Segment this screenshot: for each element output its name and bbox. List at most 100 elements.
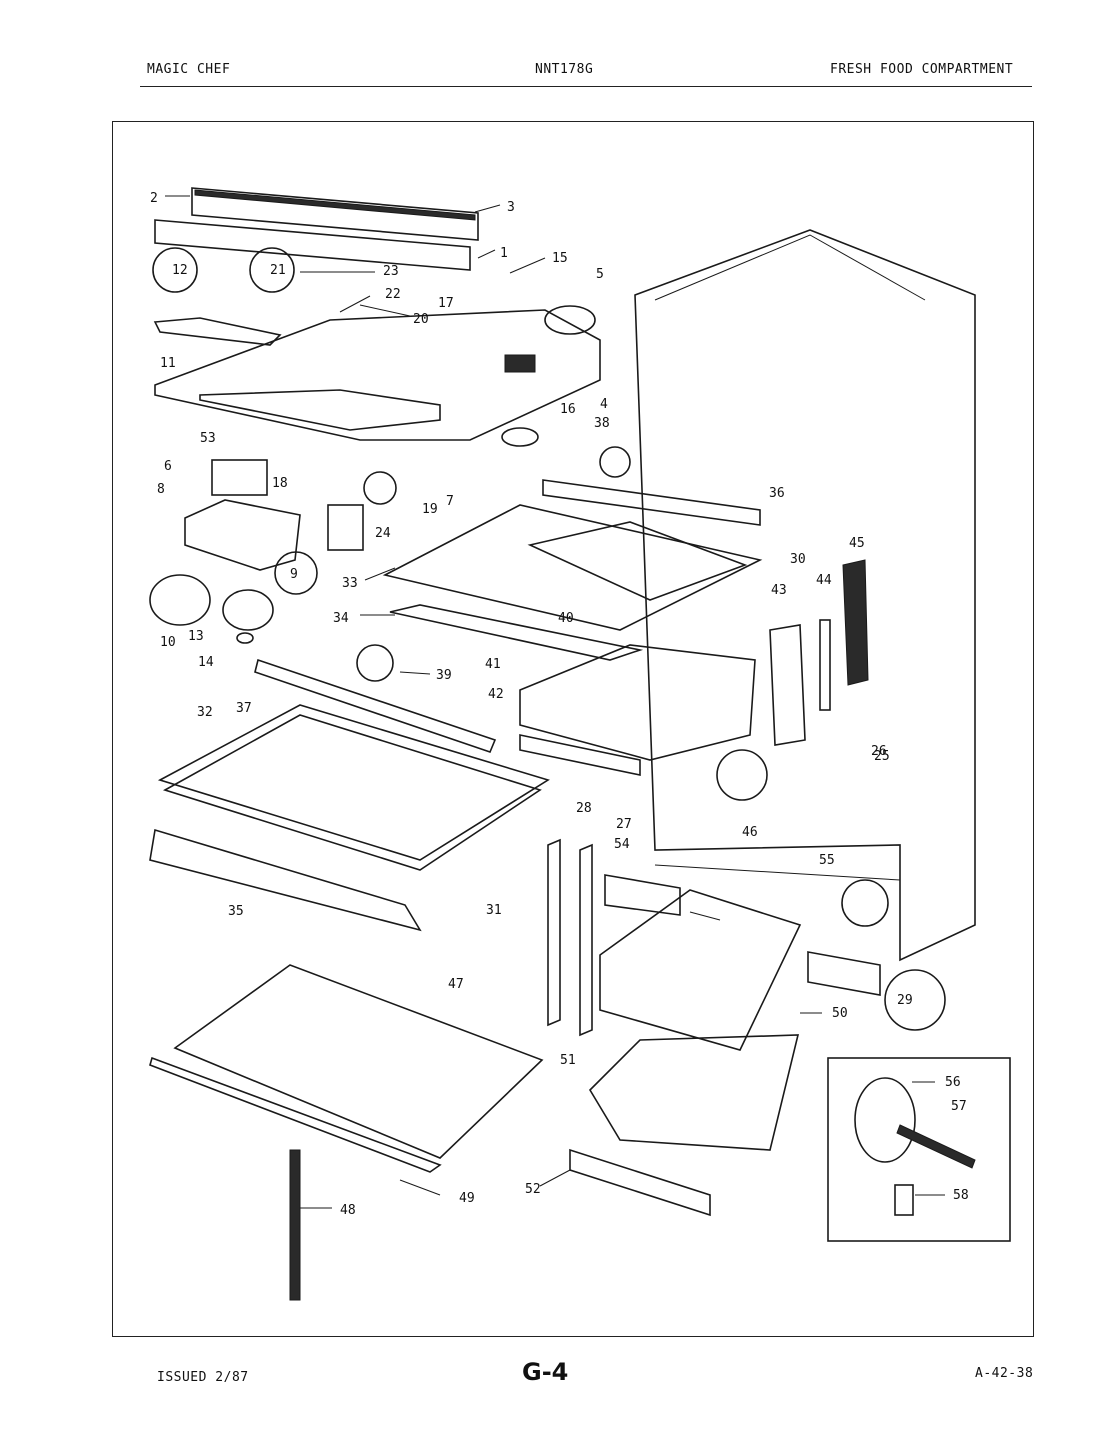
part-label-33: 33 (342, 576, 358, 591)
cap-16 (501, 427, 539, 447)
bracket-43-part (769, 624, 806, 746)
inset-38 (599, 446, 631, 478)
part-label-27: 27 (616, 817, 632, 832)
part-label-1: 1 (500, 246, 508, 261)
crisper-lower-part (588, 1034, 800, 1151)
bulb-part (363, 471, 397, 505)
part-label-52: 52 (525, 1182, 541, 1197)
part-label-43: 43 (771, 583, 787, 598)
part-label-12: 12 (172, 263, 188, 278)
inset-55 (841, 879, 889, 927)
upper-shelf-part (382, 479, 763, 661)
washer-14 (236, 632, 254, 644)
part-label-46: 46 (742, 825, 758, 840)
part-label-15: 15 (552, 251, 568, 266)
part-label-51: 51 (560, 1053, 576, 1068)
part-label-37: 37 (236, 701, 252, 716)
glass-shelf-part (149, 704, 550, 932)
thermostat-part (211, 459, 268, 496)
knob-10 (149, 574, 211, 626)
part-label-30: 30 (790, 552, 806, 567)
part-label-6: 6 (164, 459, 172, 474)
part-label-42: 42 (488, 687, 504, 702)
bracket-44-part (819, 619, 831, 711)
part-label-17: 17 (438, 296, 454, 311)
trim-42-part (519, 734, 641, 776)
part-label-36: 36 (769, 486, 785, 501)
header-rule (140, 86, 1032, 87)
part-label-35: 35 (228, 904, 244, 919)
page-number: G-4 (522, 1358, 569, 1386)
part-label-55: 55 (819, 853, 835, 868)
axle-57-part (896, 1124, 976, 1169)
part-label-54: 54 (614, 837, 630, 852)
meat-drawer-part (519, 644, 756, 761)
part-label-44: 44 (816, 573, 832, 588)
part-label-31: 31 (486, 903, 502, 918)
part-label-23: 23 (383, 264, 399, 279)
grille-right-part (807, 951, 881, 996)
part-label-10: 10 (160, 635, 176, 650)
transformer-part (327, 504, 364, 551)
part-label-9: 9 (290, 567, 298, 582)
part-label-41: 41 (485, 657, 501, 672)
part-label-5: 5 (596, 267, 604, 282)
part-label-7: 7 (446, 494, 454, 509)
rail-27-part (579, 843, 593, 1037)
part-label-25: 25 (874, 749, 890, 764)
part-label-29: 29 (897, 993, 913, 1008)
leader-lines (165, 195, 945, 1209)
bracket-part (184, 499, 301, 571)
part-label-53: 53 (200, 431, 216, 446)
part-label-26: 26 (871, 744, 887, 759)
rail-28-part (547, 838, 561, 1027)
part-label-38: 38 (594, 416, 610, 431)
part-label-45: 45 (849, 536, 865, 551)
hinge-45-part (842, 559, 869, 686)
roller-56-part (854, 1077, 916, 1163)
part-label-40: 40 (558, 611, 574, 626)
part-label-56: 56 (945, 1075, 961, 1090)
part-label-8: 8 (157, 482, 165, 497)
part-label-57: 57 (951, 1099, 967, 1114)
drawing-code: A-42-38 (975, 1366, 1034, 1381)
light-shield-part (153, 317, 282, 346)
part-label-18: 18 (272, 476, 288, 491)
part-label-58: 58 (953, 1188, 969, 1203)
part-label-34: 34 (333, 611, 349, 626)
part-label-13: 13 (188, 629, 204, 644)
part-label-24: 24 (375, 526, 391, 541)
rod-48-part (289, 1149, 301, 1301)
part-label-2: 2 (150, 191, 158, 206)
part-label-4: 4 (600, 397, 608, 412)
trim-37-part (254, 658, 497, 753)
cabinet-part (634, 229, 976, 962)
inset-46 (716, 749, 768, 801)
part-label-21: 21 (270, 263, 286, 278)
clip-58-part (894, 1184, 914, 1216)
part-label-19: 19 (422, 502, 438, 517)
crisper-upper-part (599, 889, 802, 1051)
part-label-11: 11 (160, 356, 176, 371)
inset-29 (884, 969, 946, 1031)
trim-52-part (569, 1148, 711, 1217)
part-label-47: 47 (448, 977, 464, 992)
grille-54-part (604, 874, 681, 916)
part-label-16: 16 (560, 402, 576, 417)
part-label-14: 14 (198, 655, 214, 670)
header-model: NNT178G (535, 62, 594, 77)
part-label-20: 20 (413, 312, 429, 327)
wire-shelf-part (149, 964, 544, 1173)
part-label-28: 28 (576, 801, 592, 816)
diagram-frame (112, 121, 1034, 1337)
part-label-22: 22 (385, 287, 401, 302)
inset-21 (249, 247, 295, 293)
inset-39 (356, 644, 394, 682)
issued-date: ISSUED 2/87 (157, 1370, 249, 1385)
header-section: FRESH FOOD COMPARTMENT (830, 62, 1014, 77)
control-housing-part (154, 309, 601, 441)
part-label-3: 3 (507, 200, 515, 215)
knob-13 (222, 589, 274, 631)
part-label-32: 32 (197, 705, 213, 720)
